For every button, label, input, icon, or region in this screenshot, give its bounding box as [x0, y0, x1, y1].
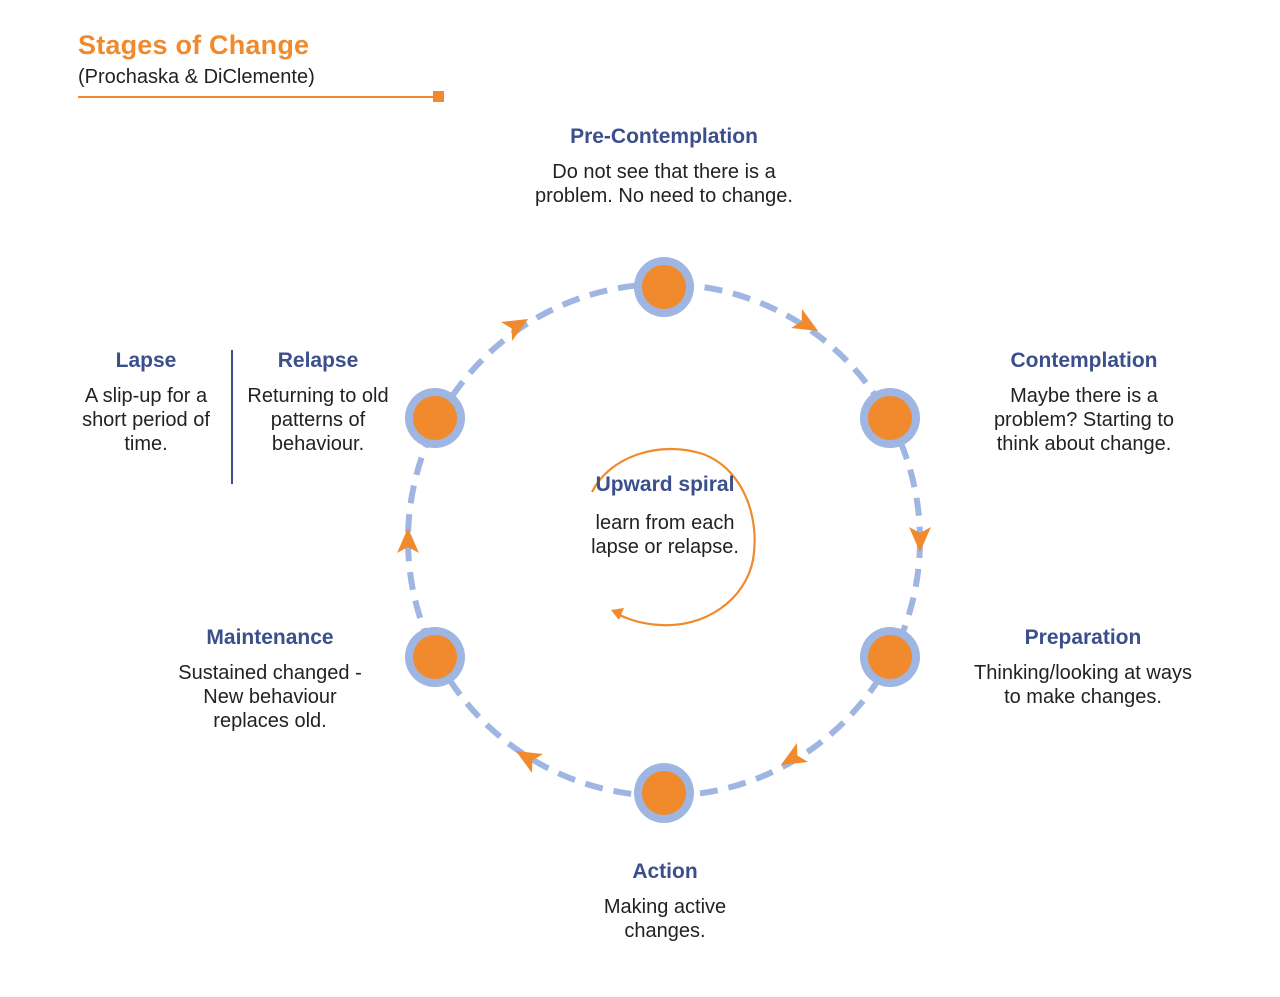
stage-lapse: Lapse A slip-up for a short period of ti…	[70, 349, 222, 456]
arrowhead-icon	[790, 308, 819, 331]
upward-spiral-title: Upward spiral	[595, 473, 735, 496]
stage-description: A slip-up for a short period of time.	[82, 385, 210, 455]
stage-description: Sustained changed - New behaviour replac…	[178, 662, 362, 732]
arrowhead-icon	[515, 751, 544, 774]
node-action	[634, 763, 694, 823]
stage-name: Relapse	[277, 349, 359, 372]
stage-preparation: Preparation Thinking/looking at ways to …	[963, 626, 1203, 709]
stage-name: Lapse	[115, 349, 177, 372]
arrowhead-icon	[909, 527, 931, 552]
stage-contemplation: Contemplation Maybe there is a problem? …	[984, 349, 1184, 456]
title-underline	[78, 96, 434, 98]
title-underline-end-square-icon	[433, 91, 444, 102]
stage-name: Maintenance	[206, 626, 334, 649]
stage-description: Thinking/looking at ways to make changes…	[974, 662, 1192, 708]
node-pre-contemplation	[634, 257, 694, 317]
arrowhead-icon	[397, 528, 419, 553]
lapse-relapse-divider	[231, 350, 233, 484]
stage-maintenance: Maintenance Sustained changed - New beha…	[170, 626, 370, 733]
node-contemplation	[860, 388, 920, 448]
node-relapse	[405, 388, 465, 448]
stage-name: Preparation	[1024, 626, 1142, 649]
stage-name: Pre-Contemplation	[570, 125, 758, 148]
stage-relapse: Relapse Returning to old patterns of beh…	[240, 349, 396, 456]
page-subtitle: (Prochaska & DiClemente)	[78, 66, 315, 88]
upward-spiral-block: Upward spiral learn from each lapse or r…	[590, 472, 740, 559]
node-maintenance	[405, 627, 465, 687]
stage-name: Action	[632, 860, 698, 883]
stage-description: Maybe there is a problem? Starting to th…	[993, 385, 1175, 455]
arrowhead-icon	[500, 319, 529, 342]
page-title: Stages of Change	[78, 30, 310, 60]
spiral-arrow-icon	[591, 447, 756, 627]
stage-name: Contemplation	[1010, 349, 1158, 372]
arrowhead-icon	[780, 742, 809, 765]
stage-description: Making active changes.	[603, 896, 727, 942]
upward-spiral-description: learn from each lapse or relapse.	[591, 512, 739, 558]
node-preparation	[860, 627, 920, 687]
stage-description: Returning to old patterns of behaviour.	[247, 385, 389, 455]
stage-description: Do not see that there is a problem. No n…	[535, 161, 793, 207]
stage-pre-contemplation: Pre-Contemplation Do not see that there …	[514, 125, 814, 208]
stage-action: Action Making active changes.	[585, 860, 745, 943]
